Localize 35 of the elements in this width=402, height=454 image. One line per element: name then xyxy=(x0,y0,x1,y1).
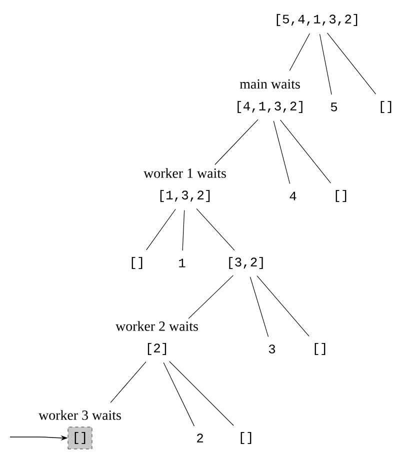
tree-line xyxy=(182,210,185,251)
list-text: [] xyxy=(380,100,392,114)
tree-line xyxy=(256,275,310,337)
tree-line xyxy=(250,276,269,337)
tree-line xyxy=(163,362,195,426)
list-text: [] xyxy=(336,190,346,202)
waits-label: main waits xyxy=(240,79,300,89)
tree-line xyxy=(196,208,235,251)
list-text: [3,2] xyxy=(229,256,263,270)
list-text: [] xyxy=(240,432,252,444)
tree-line xyxy=(169,361,234,426)
highlighted-box: [] xyxy=(68,426,92,450)
list-text: 3 xyxy=(268,344,276,354)
list-text: [] xyxy=(314,342,326,356)
waits-label: worker 3 waits xyxy=(38,410,121,420)
list-text: [2] xyxy=(148,342,166,356)
tree-line xyxy=(146,208,176,250)
tree-line xyxy=(188,275,234,319)
list-text: [] xyxy=(132,256,142,270)
tree-line xyxy=(326,32,376,94)
tree-line xyxy=(214,119,258,165)
list-text: 1 xyxy=(179,258,186,268)
waits-label: worker 2 waits xyxy=(116,321,198,331)
tree-line xyxy=(273,120,290,184)
tree-line xyxy=(289,33,310,71)
waits-label: worker 1 waits xyxy=(144,168,226,178)
list-text: 4 xyxy=(290,192,296,200)
list-text: 5 xyxy=(330,102,338,112)
list-text: [1,3,2] xyxy=(160,190,210,202)
tree-line xyxy=(319,34,332,95)
tree-line xyxy=(280,120,331,184)
list-text: 2 xyxy=(197,434,203,442)
tree-line xyxy=(110,361,146,403)
list-text: [5,4,1,3,2] xyxy=(276,14,358,26)
list-text: [4,1,3,2] xyxy=(238,100,302,114)
